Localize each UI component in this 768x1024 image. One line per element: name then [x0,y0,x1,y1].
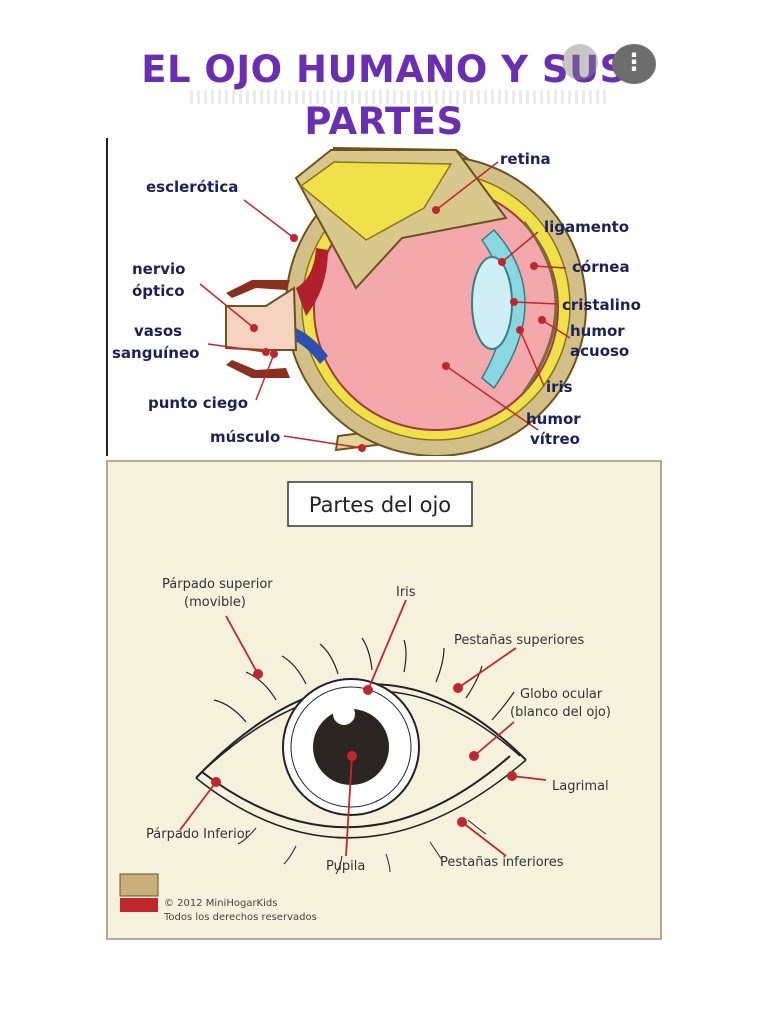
label-humor-acuoso-1: humor [570,322,625,340]
label-humor-vitreo-1: humor [526,410,581,428]
label-humor-vitreo-2: vítreo [530,430,580,448]
eye-parts-pointers [179,599,547,857]
label-pestanas-superiores: Pestañas superiores [454,633,585,648]
pointer-dots [250,206,546,452]
publisher-logo [119,873,159,912]
more-vert-icon[interactable]: ⋮ [612,44,656,84]
eye-outline [195,637,527,875]
lower-lid-inner [201,755,511,829]
label-punto-ciego: punto ciego [148,394,248,412]
iris-inner-ring [290,686,412,808]
menu-glyph: ⋮ [622,48,646,76]
title-reflection [190,90,610,104]
label-pestanas-inferiores: Pestañas inferiores [440,855,564,870]
page-title-line-2: PARTES [304,100,464,143]
pointer-lines [199,161,571,449]
pupil-circle [313,709,389,785]
eye-parts-heading: Partes del ojo [309,493,451,517]
blood-vessel-blue [288,326,328,364]
label-nervio-1: nervio [132,260,185,278]
label-vasos-1: vasos [134,322,182,340]
label-iris: iris [546,378,573,396]
label-parpado-superior-2: (movible) [184,595,246,610]
lower-eyelashes [237,819,487,875]
label-cristalino: cristalino [562,296,641,314]
copyright-line-1: © 2012 MiniHogarKids [164,898,277,909]
blood-vessel-red [296,248,328,316]
page-title-line-1: EL OJO HUMANO Y SUS [141,48,627,91]
label-retina: retina [500,150,551,168]
label-ligamento: ligamento [544,218,629,236]
label-iris-top: Iris [396,585,416,600]
eye-anatomy-diagram: esclerótica retina ligamento nervio ópti… [106,138,641,456]
optic-sheath-top [226,280,290,298]
optic-nerve-shape [225,286,298,351]
label-humor-acuoso-2: acuoso [570,342,629,360]
eye-parts-dots [211,669,517,827]
label-pupila: Pupila [326,859,365,874]
lens-shape [471,256,513,350]
eye-parts-diagram: Partes del ojo Párpado superio [106,460,662,940]
label-parpado-inferior: Párpado Inferior [146,827,251,842]
cutaway-inner [299,161,453,241]
label-parpado-superior-1: Párpado superior [162,577,273,592]
label-cornea: córnea [572,258,630,276]
image-search-icon[interactable] [562,44,598,80]
optic-sheath-bottom [226,360,290,378]
label-esclerotica: esclerótica [146,178,238,196]
label-vasos-2: sanguíneo [112,344,199,362]
heading-box [287,481,473,527]
upper-eyelashes [213,637,515,723]
label-globo-ocular-2: (blanco del ojo) [510,705,611,720]
label-nervio-2: óptico [132,282,185,300]
label-lagrimal: Lagrimal [552,779,609,794]
pupil-highlight [333,703,355,725]
label-globo-ocular-1: Globo ocular [520,687,603,702]
lower-lid-outer [195,759,527,839]
label-musculo: músculo [210,428,280,446]
eyeball-illustration [225,146,587,456]
copyright-line-2: Todos los derechos reservados [163,912,317,923]
